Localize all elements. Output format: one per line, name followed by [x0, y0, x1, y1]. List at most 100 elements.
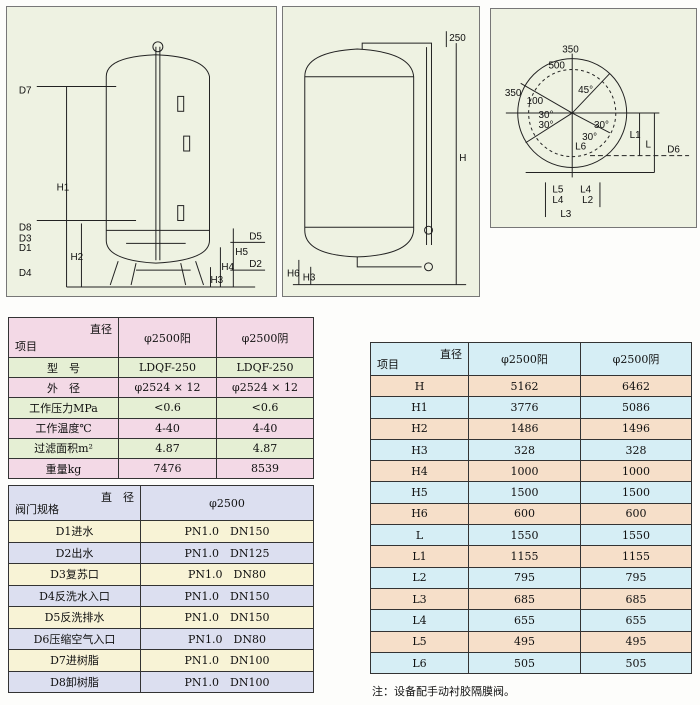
corner-bottom: 项目	[377, 358, 399, 371]
label-h1: H1	[57, 183, 70, 194]
label-d4: D4	[19, 268, 32, 279]
cell: 1486	[468, 417, 581, 440]
label-d3: D3	[19, 233, 32, 244]
column-header: φ2500阳	[118, 317, 217, 358]
label-l5: L5	[552, 184, 563, 195]
row-label: 工作温度℃	[8, 417, 119, 439]
row-label: D1进水	[8, 520, 141, 543]
table-row: 工作压力MPa<0.6<0.6	[8, 397, 314, 419]
corner-header: 直径项目	[8, 317, 119, 358]
row-label: H3	[370, 438, 469, 462]
corner-top: 直径	[90, 323, 112, 336]
label-d5: D5	[249, 231, 262, 242]
label-350: 350	[562, 45, 579, 56]
cell: PN1.0 DN150	[140, 584, 314, 607]
cell: φ2524 × 12	[118, 377, 217, 399]
cell: 655	[468, 609, 581, 632]
row-label: L1	[370, 545, 469, 568]
row-label: L6	[370, 651, 469, 675]
front-view-drawing: D7 D8 D3 D1 D4 H1 H2 D5 D2 H5 H4 H3	[6, 6, 277, 297]
cell: 685	[580, 587, 692, 611]
corner-bottom: 项目	[15, 340, 37, 353]
label-l: L	[645, 140, 651, 151]
label-l2: L2	[582, 195, 593, 206]
label-45deg: 45°	[578, 85, 593, 96]
cell: <0.6	[216, 397, 314, 419]
row-label: D7进树脂	[8, 649, 141, 672]
label-h: H	[459, 153, 466, 164]
row-label: H	[370, 374, 469, 398]
label-l3: L3	[560, 209, 571, 220]
corner-top: 直径	[440, 348, 462, 361]
label-30deg: 30°	[539, 110, 554, 121]
side-view-drawing: 250 H H6 H3	[282, 6, 480, 297]
label-h6: H6	[287, 269, 300, 280]
cell: 4.87	[118, 437, 217, 459]
label-l6: L6	[575, 142, 586, 153]
row-label: 外 径	[8, 377, 119, 399]
label-h4: H4	[221, 262, 234, 273]
cell: 685	[468, 587, 581, 611]
cell: 5086	[580, 396, 692, 419]
cell: 1000	[580, 460, 692, 483]
cell: 1500	[580, 481, 692, 504]
label-350-flange: 350	[505, 88, 522, 99]
row-label: H5	[370, 481, 469, 504]
label-l1: L1	[630, 130, 641, 141]
label-d1: D1	[19, 243, 32, 254]
top-view-drawing: 350 45° 30° 30° 30° 30° L1 L D6 L6 L5 L4…	[490, 8, 697, 228]
label-d6: D6	[667, 145, 680, 156]
row-label: 工作压力MPa	[8, 397, 119, 419]
row-label: D8卸树脂	[8, 670, 141, 693]
cell: PN1.0 DN150	[140, 606, 314, 629]
label-30deg: 30°	[539, 120, 554, 131]
cell: 6462	[580, 374, 692, 398]
footnote: 注：设备配手动衬胶隔膜阀。	[372, 685, 515, 698]
cell: 600	[468, 502, 581, 526]
cell: 795	[468, 566, 581, 589]
corner-header: 直径项目	[370, 342, 469, 376]
cell: 655	[580, 609, 692, 632]
row-label: L3	[370, 587, 469, 611]
cell: 495	[580, 630, 692, 653]
cell: <0.6	[118, 397, 217, 419]
label-30deg: 30°	[582, 132, 597, 143]
row-label: D2出水	[8, 541, 141, 564]
row-label: D5反洗排水	[8, 606, 141, 629]
row-label: H2	[370, 417, 469, 440]
cell: 600	[580, 502, 692, 526]
cell: 795	[580, 566, 692, 589]
label-h2: H2	[71, 252, 84, 263]
label-h5: H5	[235, 247, 248, 258]
label-100: 100	[527, 96, 544, 107]
column-header: φ2500阳	[468, 342, 581, 376]
cell: 1500	[468, 481, 581, 504]
corner-header: 直 径阀门规格	[8, 485, 141, 521]
cell: 1000	[468, 460, 581, 483]
cell: 4-40	[118, 417, 217, 439]
row-label: L5	[370, 630, 469, 653]
cell: 3776	[468, 396, 581, 419]
cell: PN1.0 DN125	[140, 541, 314, 564]
label-d8: D8	[19, 222, 32, 233]
